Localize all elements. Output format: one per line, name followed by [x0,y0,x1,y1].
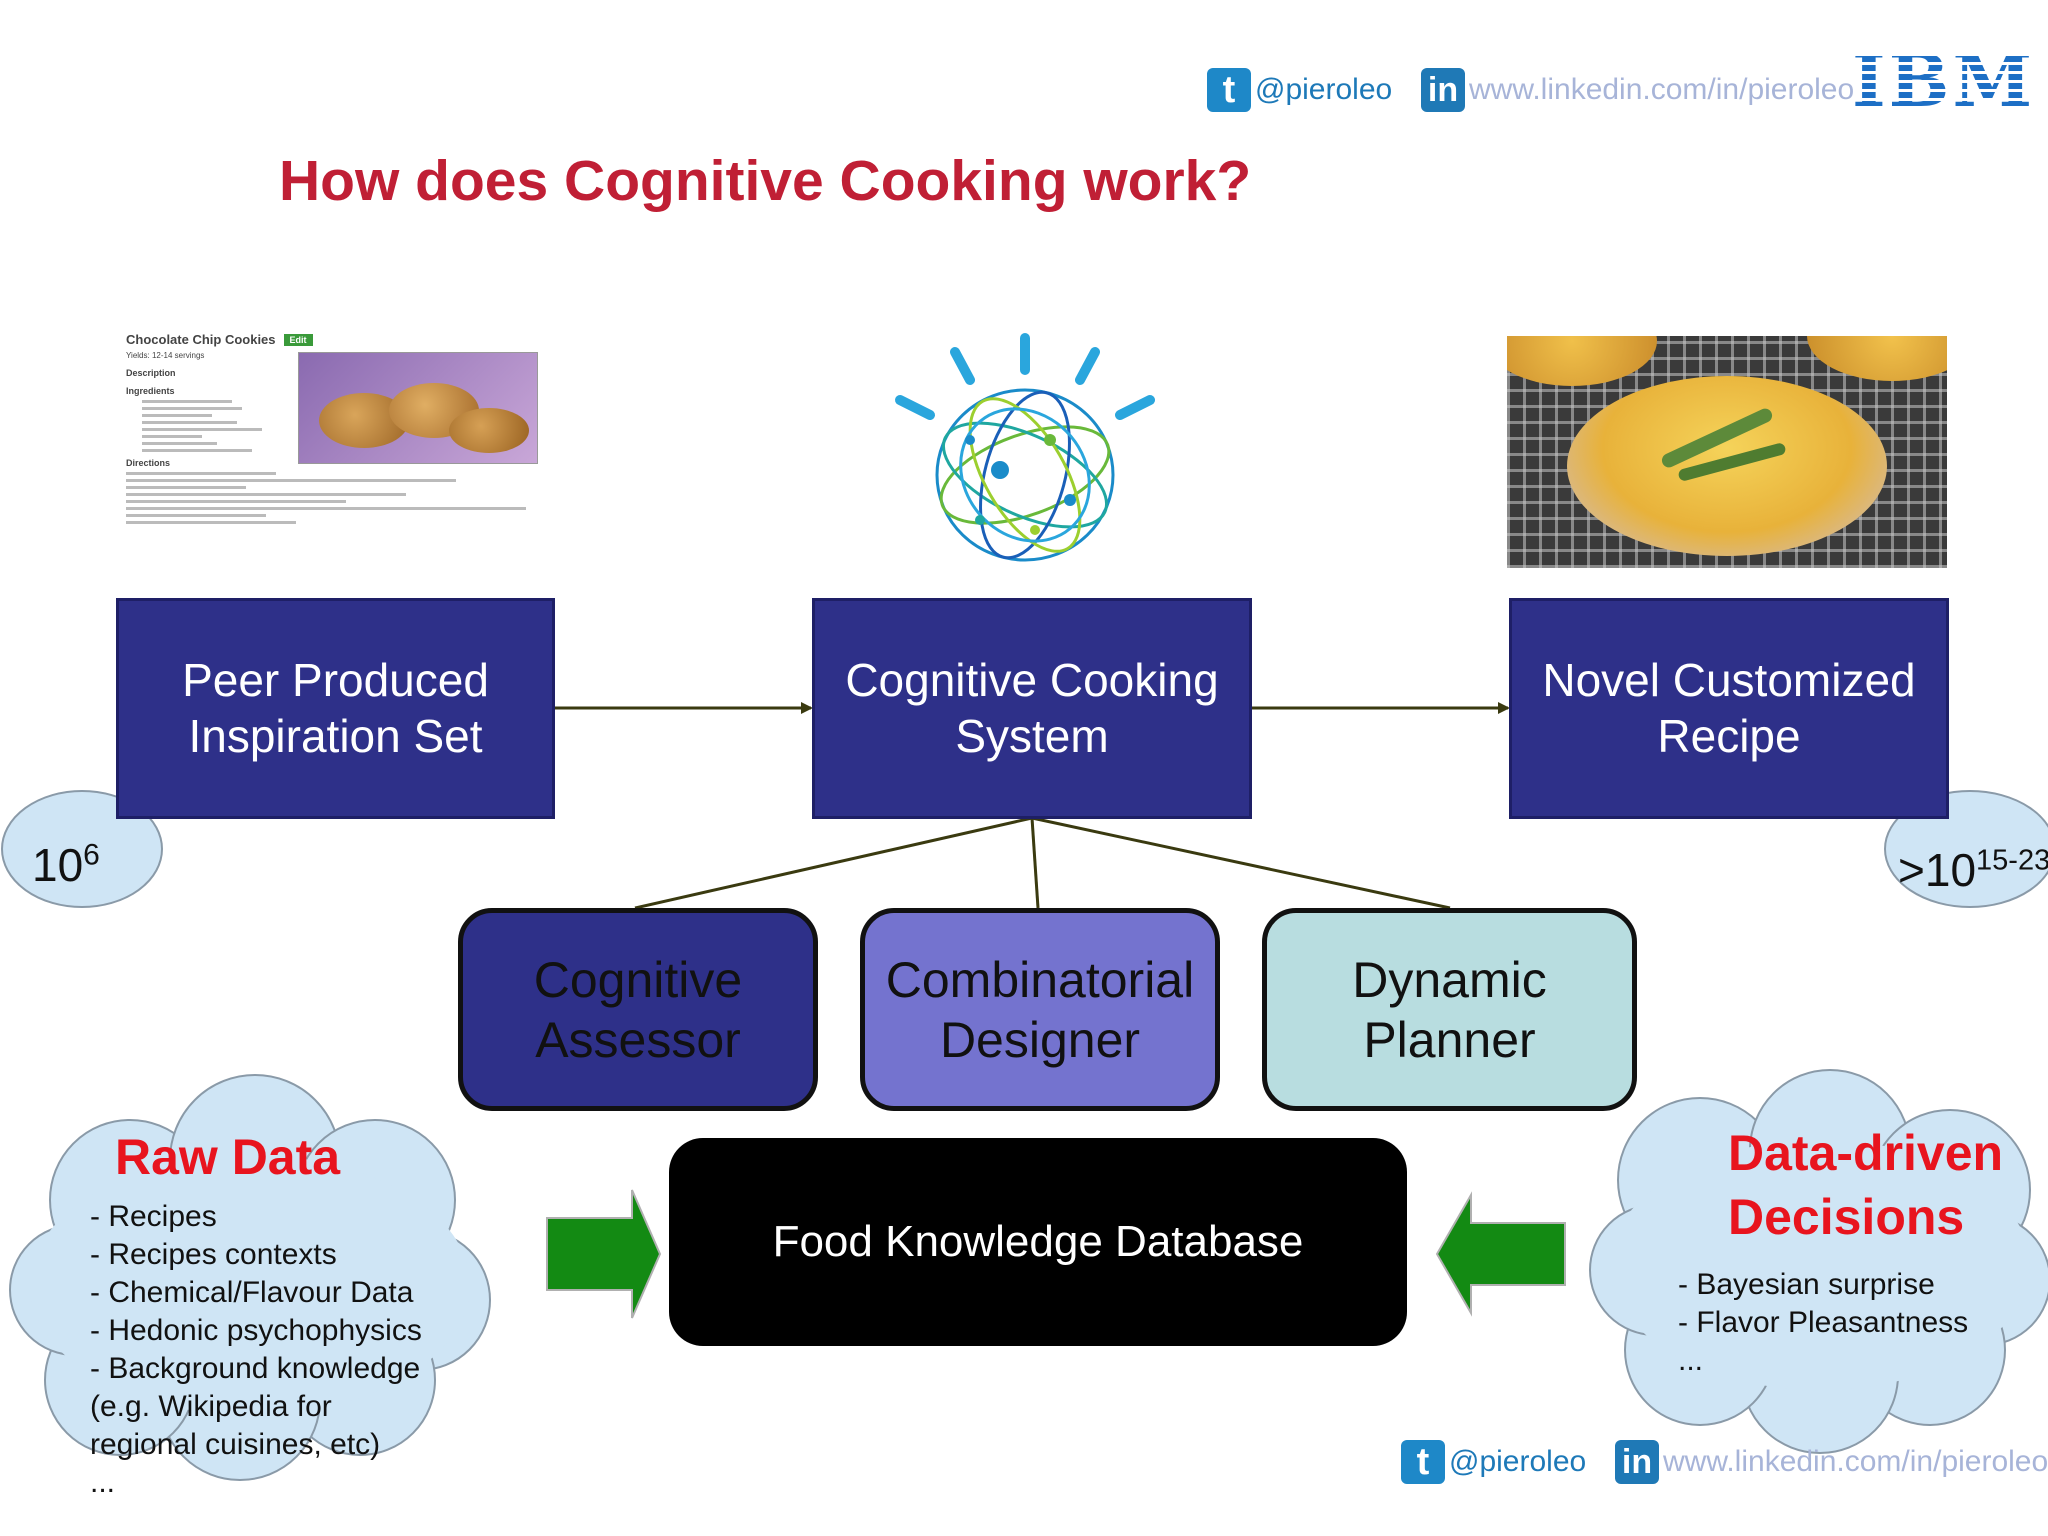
combinatorial-designer-box[interactable]: Combinatorial Designer [860,908,1220,1111]
recipe-title: Chocolate Chip Cookies [126,332,276,347]
linkedin-icon: in [1421,68,1465,112]
decisions-item: ... [1678,1344,1704,1377]
decisions-title-line2: Decisions [1728,1189,1965,1245]
decisions-list: - Bayesian surprise - Flavor Pleasantness… [1678,1266,2008,1380]
twitter-icon: t [1401,1440,1445,1484]
count-right-base: >10 [1898,844,1977,896]
page-title: How does Cognitive Cooking work? [279,149,1252,213]
raw-data-item: - Chemical/Flavour Data [90,1276,414,1309]
food-knowledge-database-label: Food Knowledge Database [772,1216,1304,1266]
count-bubble-right [1884,790,2048,908]
linkedin-url: www.linkedin.com/in/pieroleo [1469,73,1855,106]
count-left-exp: 6 [83,838,100,872]
novel-recipe-box[interactable]: Novel Customized Recipe [1509,598,1949,819]
twitter-icon: t [1207,68,1251,112]
recipe-directions-label: Directions [126,458,171,468]
combinatorial-designer-label: Combinatorial Designer [885,951,1195,1068]
raw-data-item: regional cuisines, etc) [90,1428,381,1461]
quiche-photo [1507,336,1947,568]
recipe-ingredient-lines [142,400,292,452]
cognitive-assessor-box[interactable]: Cognitive Assessor [458,908,818,1111]
raw-data-item: (e.g. Wikipedia for [90,1390,332,1423]
twitter-handle: @pieroleo [1255,73,1393,106]
header-linkedin[interactable]: in www.linkedin.com/in/pieroleo [1421,68,1854,112]
count-right: >1015-23 [1898,843,2048,897]
header-twitter[interactable]: t @pieroleo [1207,68,1392,112]
ibm-logo: IBM [1852,38,2036,123]
footer-twitter-handle: @pieroleo [1449,1445,1587,1478]
footer-linkedin[interactable]: in www.linkedin.com/in/pieroleo [1615,1440,2048,1484]
connector-assessor [634,816,1033,910]
decisions-item: - Flavor Pleasantness [1678,1306,1969,1339]
footer-twitter[interactable]: t @pieroleo [1401,1440,1586,1484]
count-bubble-left [1,790,163,908]
novel-recipe-label: Novel Customized Recipe [1542,654,1916,762]
decisions-title-line1: Data-driven [1728,1125,2004,1181]
raw-data-list: - Recipes - Recipes contexts - Chemical/Fl… [90,1198,490,1502]
raw-data-item: - Hedonic psychophysics [90,1314,422,1347]
recipe-yields: Yields: 12-14 servings [126,351,205,360]
inspiration-set-box[interactable]: Peer Produced Inspiration Set [116,598,555,819]
green-arrow-right [546,1189,662,1319]
decisions-cloud-core [1610,1140,2030,1390]
green-arrow-left [1435,1191,1566,1317]
raw-data-item: - Recipes contexts [90,1238,337,1271]
count-right-exp: 15-23 [1976,844,2048,877]
raw-data-cloud-core [30,1155,470,1415]
footer-linkedin-url: www.linkedin.com/in/pieroleo [1663,1445,2048,1478]
dynamic-planner-box[interactable]: Dynamic Planner [1262,908,1637,1111]
dynamic-planner-label: Dynamic Planner [1352,951,1547,1068]
connector-designer [1030,817,1040,909]
cookie-photo [298,352,538,464]
recipe-edit-badge: Edit [283,333,313,346]
recipe-description-label: Description [126,368,176,378]
recipe-direction-lines [126,472,541,524]
connector-planner [1031,816,1451,910]
raw-data-item: - Recipes [90,1200,217,1233]
watson-globe-icon [895,333,1155,562]
raw-data-item: ... [90,1466,116,1499]
count-left: 106 [32,838,100,892]
inspiration-set-label: Peer Produced Inspiration Set [182,654,489,762]
linkedin-icon: in [1615,1440,1659,1484]
recipe-ingredients-label: Ingredients [126,386,175,396]
raw-data-title: Raw Data [115,1129,341,1185]
recipe-card-image: Chocolate Chip Cookies Edit Yields: 12-1… [126,332,541,572]
cognitive-cooking-system-box[interactable]: Cognitive Cooking System [812,598,1252,819]
raw-data-item: - Background knowledge [90,1352,421,1385]
count-left-base: 10 [32,839,84,891]
food-knowledge-database[interactable]: Food Knowledge Database [669,1138,1407,1346]
cognitive-cooking-system-label: Cognitive Cooking System [845,654,1219,762]
cognitive-assessor-label: Cognitive Assessor [533,951,743,1068]
decisions-item: - Bayesian surprise [1678,1268,1935,1301]
